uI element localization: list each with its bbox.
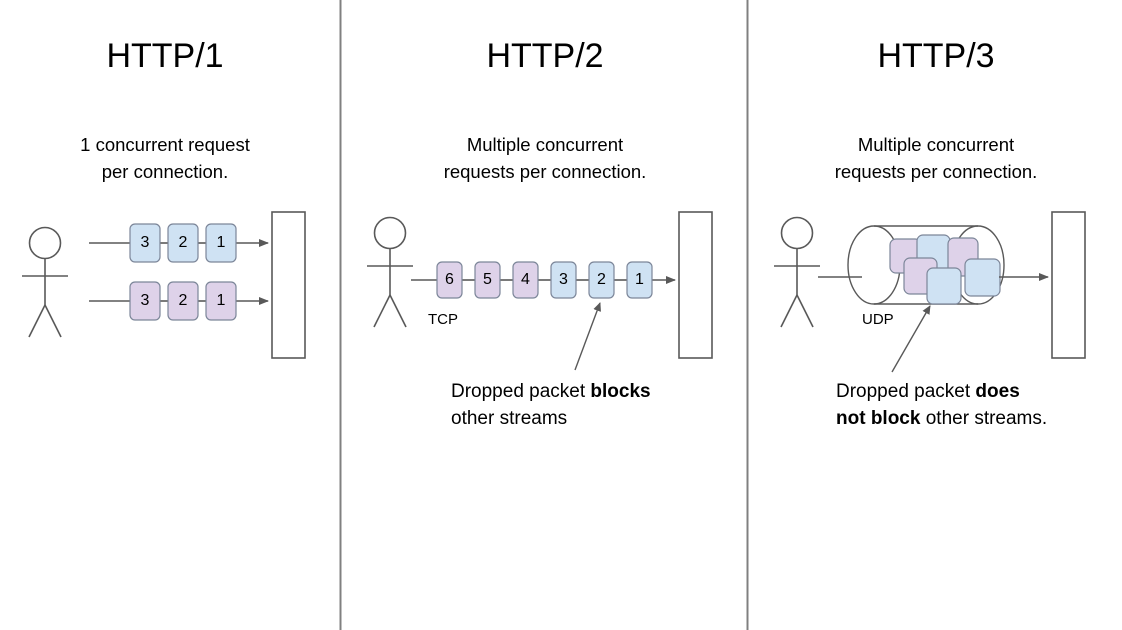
http2-stick-figure	[367, 216, 413, 328]
http2-callout-arrow	[574, 302, 601, 371]
http2-packet-2	[588, 261, 615, 299]
http1-stream-purple-packets	[129, 281, 237, 321]
http1-packet-purple-3-label: 3	[140, 292, 150, 309]
http1-server	[271, 211, 306, 359]
http2-callout-note: Dropped packet blocks other streams	[451, 378, 731, 432]
panel-subtitle-http1-line1: 1 concurrent request	[80, 134, 250, 155]
http2-packet-3	[550, 261, 577, 299]
http2-packet-4	[512, 261, 539, 299]
http1-stick-figure	[22, 226, 68, 338]
http2-server	[678, 211, 713, 359]
http1-packet-purple-3	[129, 281, 161, 321]
http2-packet-6-label: 6	[445, 271, 454, 288]
http2-note-bold: blocks	[590, 381, 651, 402]
http1-packet-blue-2	[167, 223, 199, 263]
http3-note-pre: Dropped packet	[836, 381, 976, 402]
http2-packet-5-label: 5	[483, 271, 492, 288]
http1-packet-blue-1	[205, 223, 237, 263]
http2-note-pre: Dropped packet	[451, 381, 591, 402]
http1-packet-blue-2-label: 2	[178, 234, 188, 251]
http3-udp-cylinder	[847, 225, 1005, 305]
http2-packets	[436, 261, 653, 299]
http1-packet-purple-1-label: 1	[216, 292, 226, 309]
panel-subtitle-http2: Multiple concurrent requests per connect…	[343, 131, 747, 185]
http2-note-line2: other streams	[451, 408, 568, 429]
http1-packet-purple-2	[167, 281, 199, 321]
http3-transport-label: UDP	[862, 311, 894, 328]
panel-title-http1: HTTP/1	[106, 37, 224, 75]
http2-packet-1	[626, 261, 653, 299]
http3-note-bold: does	[975, 381, 1020, 402]
http2-packet-5	[474, 261, 501, 299]
http2-transport-label: TCP	[428, 311, 458, 328]
http3-stick-figure	[774, 216, 820, 328]
panel-subtitle-http2-line2: requests per connection.	[443, 161, 647, 182]
http1-packet-purple-2-label: 2	[178, 292, 188, 309]
panel-title-http2: HTTP/2	[486, 37, 604, 75]
panel-subtitle-http3: Multiple concurrent requests per connect…	[750, 131, 1122, 185]
http1-packet-blue-3	[129, 223, 161, 263]
http1-packet-blue-1-label: 1	[216, 234, 226, 251]
panel-subtitle-http1-line2: per connection.	[101, 161, 229, 182]
http1-stream-blue-packets	[129, 223, 237, 263]
http2-packet-6	[436, 261, 463, 299]
panel-subtitle-http3-line2: requests per connection.	[834, 161, 1038, 182]
panel-subtitle-http2-line1: Multiple concurrent	[466, 134, 624, 155]
http2-packet-1-label: 1	[635, 271, 644, 288]
panel-subtitle-http1: 1 concurrent request per connection.	[0, 131, 330, 185]
http1-packet-blue-3-label: 3	[140, 234, 150, 251]
http2-packet-4-label: 4	[521, 271, 530, 288]
http3-udp-packets	[889, 234, 1001, 305]
http3-note-line2-bold: not block	[836, 408, 921, 429]
panel-subtitle-http3-line1: Multiple concurrent	[857, 134, 1015, 155]
http3-udp-packet-blue-b	[926, 267, 962, 305]
http3-callout-note: Dropped packet does not block other stre…	[836, 378, 1122, 432]
http3-callout-arrow	[891, 305, 931, 373]
http2-packet-3-label: 3	[559, 271, 568, 288]
http1-packet-purple-1	[205, 281, 237, 321]
http3-udp-packet-blue-c	[964, 258, 1001, 297]
http3-note-line2-post: other streams.	[920, 408, 1048, 429]
http2-packet-2-label: 2	[597, 271, 606, 288]
http3-server	[1051, 211, 1086, 359]
panel-title-http3: HTTP/3	[877, 37, 995, 75]
